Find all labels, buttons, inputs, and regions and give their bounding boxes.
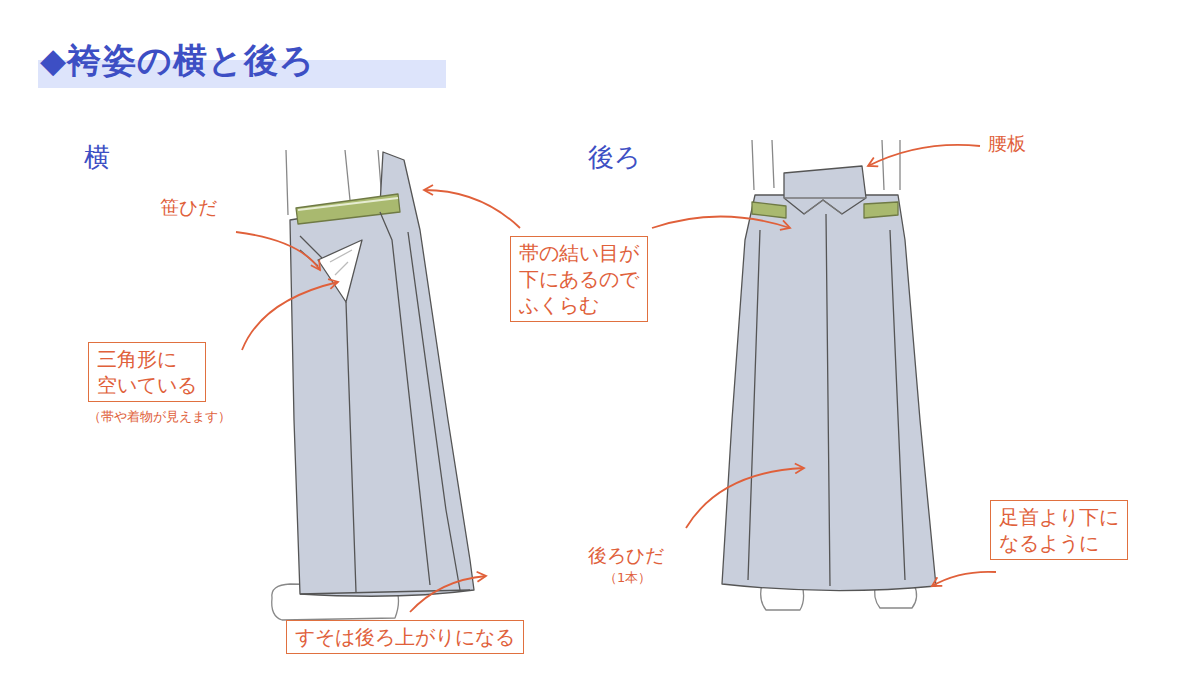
callout-text: 帯の結い目が 下にあるので ふくらむ — [510, 236, 648, 322]
view-heading: 後ろ — [588, 142, 641, 173]
part-name: 腰板 — [988, 132, 1026, 155]
callout-text: 三角形に 空いている — [88, 342, 206, 402]
count-note: （1本） — [604, 570, 651, 586]
part-name: 笹ひだ — [160, 196, 217, 219]
view-heading: 横 — [84, 142, 110, 173]
callout-text: 足首より下に なるように — [990, 500, 1128, 560]
callout-box: 足首より下に なるように — [990, 500, 1128, 560]
part-name: 後ろひだ — [588, 544, 664, 567]
callout-box: すそは後ろ上がりになる — [286, 620, 524, 654]
back-view — [722, 140, 936, 610]
callout-text: すそは後ろ上がりになる — [286, 620, 524, 654]
title: ◆袴姿の横と後ろ — [40, 40, 315, 81]
side-view — [272, 150, 474, 620]
callout-box: 三角形に 空いている （帯や着物が見えます） — [88, 342, 231, 426]
callout-note: （帯や着物が見えます） — [88, 408, 231, 426]
callout-box: 帯の結い目が 下にあるので ふくらむ — [510, 236, 648, 322]
leader-arrows — [236, 145, 996, 612]
